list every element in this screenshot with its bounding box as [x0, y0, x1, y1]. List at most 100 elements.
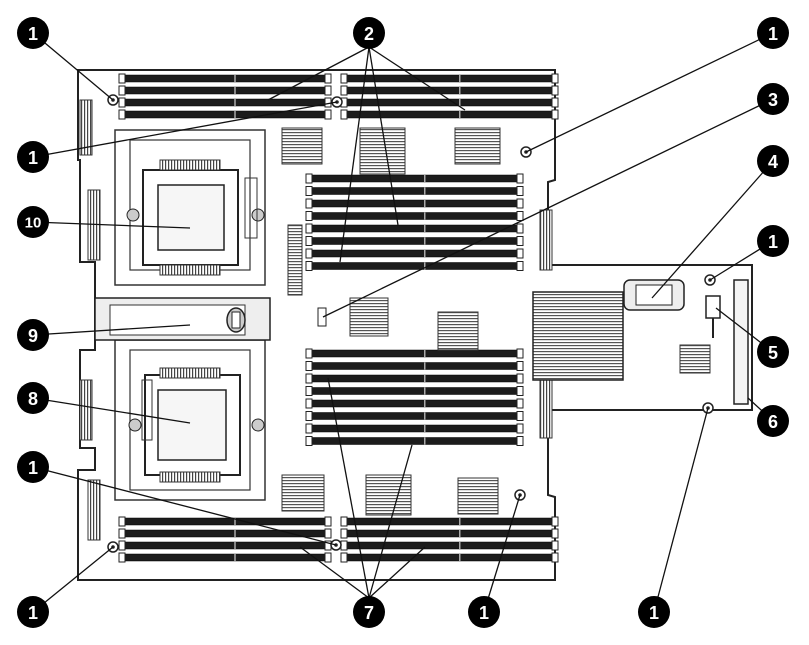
chip — [457, 477, 499, 515]
chip — [281, 474, 325, 512]
dimm-slot — [311, 387, 518, 395]
dimm-latch — [551, 516, 559, 527]
dimm-latch — [551, 528, 559, 539]
callout-circle — [757, 83, 789, 115]
dimm-latch — [516, 348, 524, 359]
dimm-latch — [118, 552, 126, 563]
dimm-slot — [311, 249, 518, 258]
dimm-latch — [516, 436, 524, 446]
left-edge-connector — [87, 479, 101, 541]
leader-line — [327, 377, 370, 599]
dimm-latch — [551, 73, 559, 84]
dimm-slot — [311, 212, 518, 220]
chip — [539, 377, 553, 439]
leader-line — [368, 444, 413, 599]
dimm-latch — [551, 109, 559, 120]
processor-socket-top — [114, 129, 266, 286]
dimm-latch — [324, 528, 332, 539]
right-edge-connector — [733, 279, 749, 405]
dimm-slot — [124, 98, 326, 107]
callout-label: 2 — [364, 24, 374, 44]
dimm-slot — [311, 374, 518, 383]
dimm-latch — [516, 261, 524, 271]
dimm-latch — [305, 173, 313, 184]
callout-label: 9 — [28, 326, 38, 346]
dimm-latch — [340, 552, 348, 563]
dimm-latch — [516, 236, 524, 246]
callout-4: 4 — [757, 145, 789, 177]
callout-circle — [353, 596, 385, 628]
dimm-slot — [311, 399, 518, 408]
dimm-latch — [305, 236, 313, 246]
chip — [287, 224, 303, 296]
dimm-slot — [124, 541, 326, 550]
dimm-latch — [551, 97, 559, 108]
callout-1: 1 — [757, 17, 789, 49]
dimm-slot — [311, 437, 518, 445]
dimm-latch — [516, 173, 524, 184]
callout-label: 1 — [28, 148, 38, 168]
dimm-latch — [324, 85, 332, 96]
dimm-slot — [346, 74, 553, 83]
dimm-slot — [346, 541, 553, 550]
callout-circle — [757, 145, 789, 177]
dimm-slot — [311, 262, 518, 270]
callout-5: 5 — [757, 336, 789, 368]
dimm-latch — [305, 211, 313, 221]
dimm-latch — [118, 73, 126, 84]
callout-circle — [17, 319, 49, 351]
chip — [365, 474, 412, 516]
dimm-latch — [305, 373, 313, 384]
dimm-latch — [340, 73, 348, 84]
callout-circle — [757, 225, 789, 257]
callout-label: 1 — [28, 603, 38, 623]
dimm-slot — [311, 187, 518, 195]
callout-10: 10 — [17, 206, 49, 238]
dimm-latch — [516, 248, 524, 259]
callout-1: 1 — [17, 141, 49, 173]
callout-label: 1 — [28, 24, 38, 44]
dimm-latch — [516, 186, 524, 196]
chip — [437, 311, 479, 351]
leader-line — [32, 221, 191, 229]
dimm-latch — [551, 85, 559, 96]
callout-label: 5 — [768, 343, 778, 363]
callout-circle — [17, 451, 49, 483]
callout-circle — [17, 382, 49, 414]
callout-label: 1 — [768, 232, 778, 252]
callout-1: 1 — [638, 596, 670, 628]
callout-label: 10 — [25, 215, 42, 232]
dimm-slot — [346, 110, 553, 119]
leader-line — [267, 46, 370, 101]
callout-1: 1 — [468, 596, 500, 628]
dimm-slot — [124, 517, 326, 526]
leader-line — [32, 466, 337, 546]
dimm-latch — [516, 411, 524, 421]
chip — [359, 127, 406, 175]
dimm-latch — [118, 516, 126, 527]
dimm-slot — [311, 224, 518, 233]
dimm-latch — [305, 398, 313, 409]
dimm-latch — [340, 516, 348, 527]
callout-circle — [757, 336, 789, 368]
dimm-latch — [305, 411, 313, 421]
leader-line — [32, 546, 114, 613]
dimm-latch — [516, 398, 524, 409]
dimm-slot — [124, 74, 326, 83]
callout-label: 6 — [768, 412, 778, 432]
leader-line — [368, 46, 466, 111]
chip — [454, 127, 501, 165]
callout-circle — [757, 17, 789, 49]
small-connector — [317, 307, 327, 327]
small-chip — [679, 344, 711, 374]
dimm-latch — [516, 223, 524, 234]
leader-line — [339, 46, 370, 263]
dimm-latch — [118, 528, 126, 539]
dimm-latch — [118, 109, 126, 120]
callout-circle — [17, 206, 49, 238]
callout-circle — [17, 141, 49, 173]
dimm-latch — [340, 528, 348, 539]
dimm-slot — [311, 412, 518, 420]
chip — [349, 297, 389, 337]
